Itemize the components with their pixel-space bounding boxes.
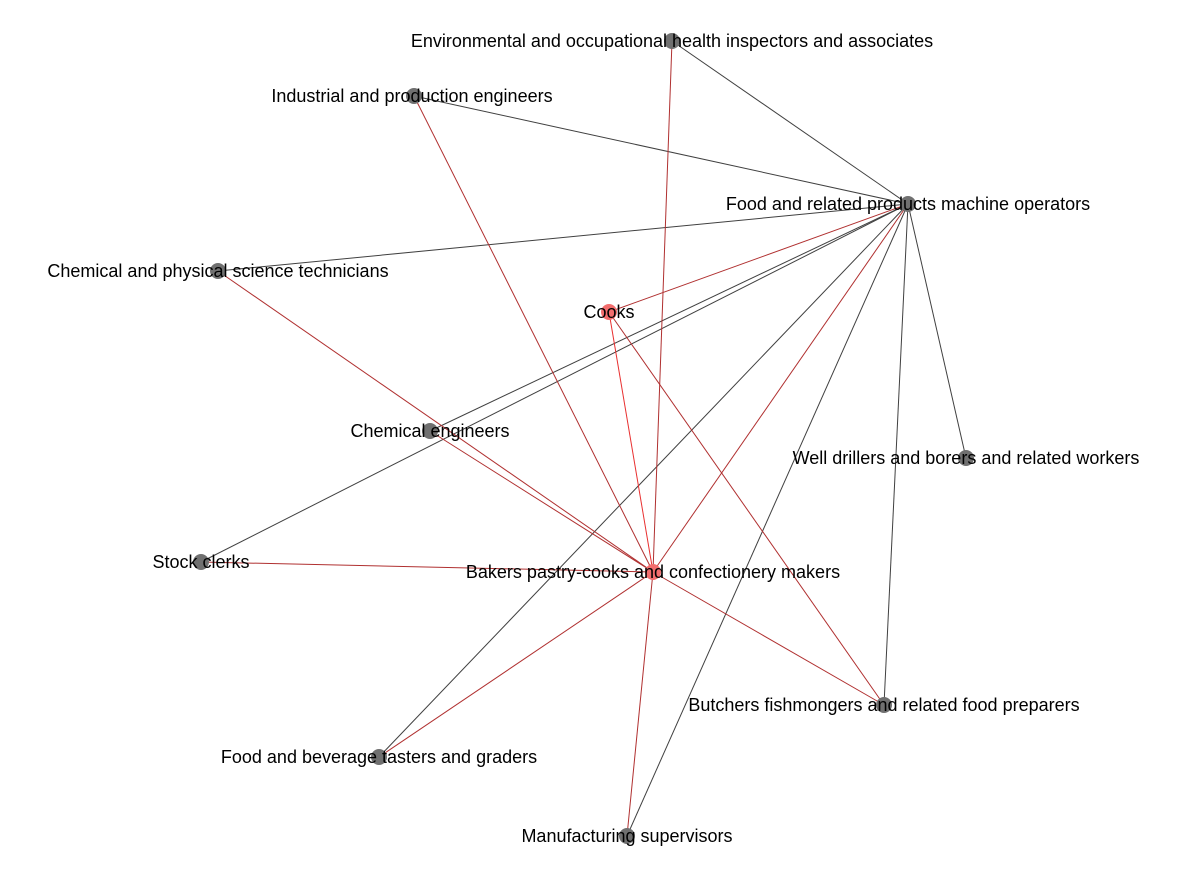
- node-label-env-inspectors: Environmental and occupational health in…: [411, 31, 933, 51]
- node-label-well-drillers: Well drillers and borers and related wor…: [793, 448, 1140, 468]
- edge-food-tasters-food-machine-operators: [378, 203, 909, 758]
- node-label-bakers: Bakers pastry-cooks and confectionery ma…: [466, 562, 840, 582]
- edge-cooks-food-machine-operators: [608, 203, 909, 313]
- node-industrial-engineers[interactable]: [406, 88, 422, 104]
- node-label-stock-clerks: Stock clerks: [152, 552, 249, 572]
- node-label-industrial-engineers: Industrial and production engineers: [271, 86, 552, 106]
- node-food-machine-operators[interactable]: [900, 196, 916, 212]
- edge-bakers-food-tasters: [378, 571, 654, 758]
- edge-chemical-engineers-food-machine-operators: [429, 203, 909, 432]
- edge-industrial-engineers-food-machine-operators: [413, 95, 909, 205]
- node-label-chem-technicians: Chemical and physical science technician…: [47, 261, 388, 281]
- node-food-tasters[interactable]: [371, 749, 387, 765]
- node-chemical-engineers[interactable]: [422, 423, 438, 439]
- edges-layer: [200, 40, 967, 837]
- edge-bakers-mfg-supervisors: [626, 571, 654, 837]
- edge-bakers-cooks: [608, 311, 654, 573]
- edge-bakers-chem-technicians: [217, 270, 654, 573]
- node-label-mfg-supervisors: Manufacturing supervisors: [521, 826, 732, 846]
- node-well-drillers[interactable]: [958, 450, 974, 466]
- node-mfg-supervisors[interactable]: [619, 828, 635, 844]
- edge-stock-clerks-food-machine-operators: [200, 203, 909, 563]
- edge-chem-technicians-food-machine-operators: [217, 203, 909, 272]
- node-label-food-machine-operators: Food and related products machine operat…: [726, 194, 1090, 214]
- edge-bakers-stock-clerks: [200, 561, 654, 573]
- edge-bakers-env-inspectors: [652, 40, 673, 573]
- node-label-butchers: Butchers fishmongers and related food pr…: [688, 695, 1079, 715]
- node-env-inspectors[interactable]: [664, 33, 680, 49]
- labels-layer: Environmental and occupational health in…: [47, 31, 1139, 846]
- edge-bakers-chemical-engineers: [429, 430, 654, 573]
- nodes-layer: [193, 33, 974, 844]
- edge-bakers-industrial-engineers: [413, 95, 654, 573]
- node-label-cooks: Cooks: [583, 302, 634, 322]
- node-stock-clerks[interactable]: [193, 554, 209, 570]
- edge-butchers-food-machine-operators: [883, 203, 909, 706]
- edge-env-inspectors-food-machine-operators: [671, 40, 909, 205]
- edge-mfg-supervisors-food-machine-operators: [626, 203, 909, 837]
- node-cooks[interactable]: [601, 304, 617, 320]
- node-butchers[interactable]: [876, 697, 892, 713]
- node-chem-technicians[interactable]: [210, 263, 226, 279]
- edge-bakers-food-machine-operators: [652, 203, 909, 573]
- node-bakers[interactable]: [645, 564, 661, 580]
- node-label-chemical-engineers: Chemical engineers: [350, 421, 509, 441]
- edge-well-drillers-food-machine-operators: [907, 203, 967, 459]
- edge-bakers-butchers: [652, 571, 885, 706]
- node-label-food-tasters: Food and beverage tasters and graders: [221, 747, 537, 767]
- edge-cooks-butchers: [608, 311, 885, 706]
